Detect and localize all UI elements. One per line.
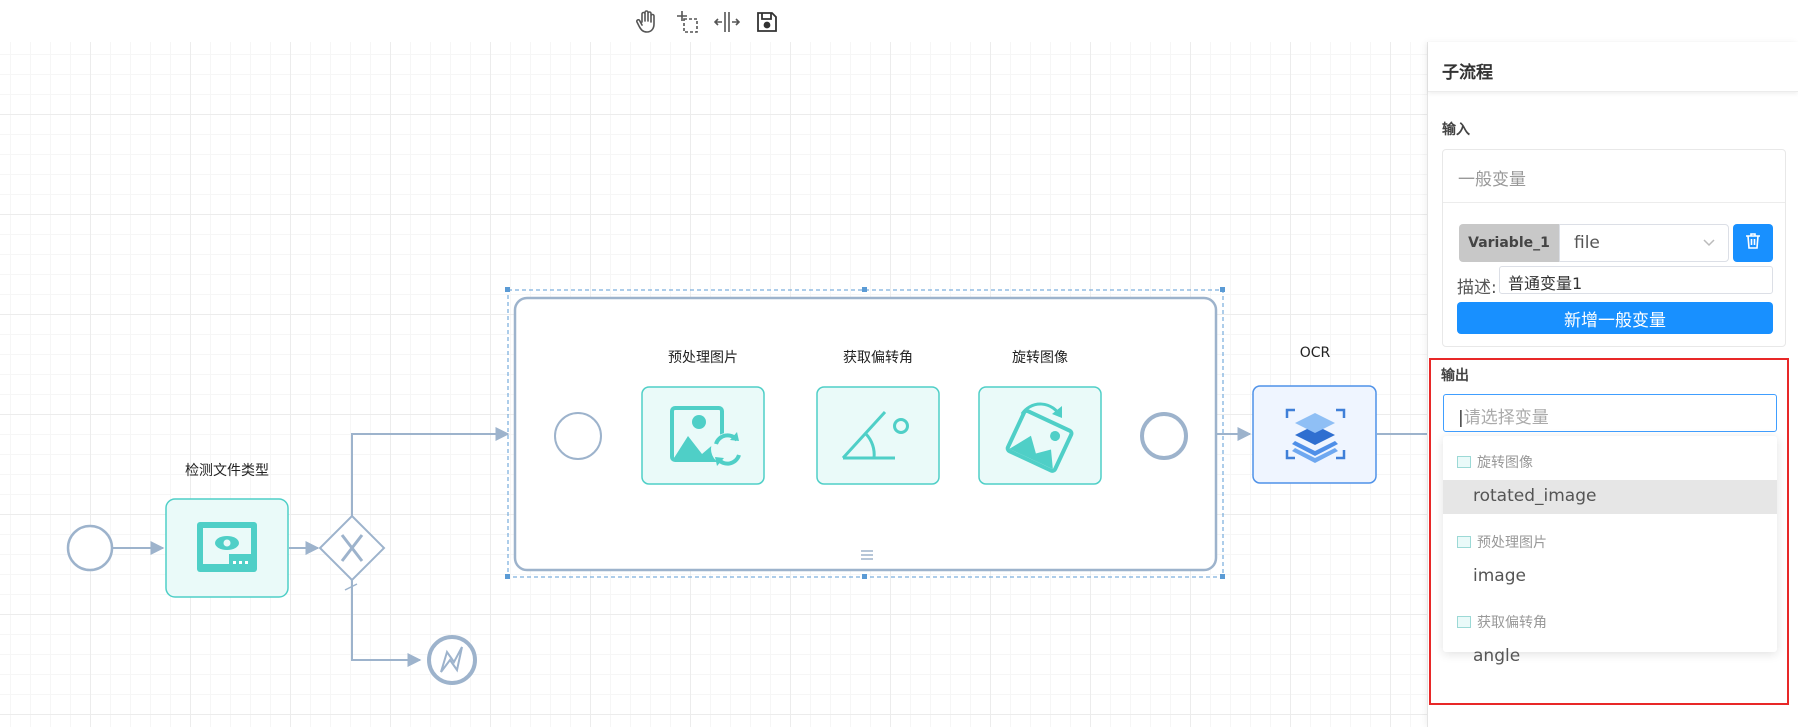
dropdown-option-angle[interactable]: angle bbox=[1473, 646, 1521, 666]
detect-file-type-label: 检测文件类型 bbox=[185, 463, 269, 479]
panel-title: 子流程 bbox=[1428, 42, 1798, 92]
add-general-variable-button[interactable]: 新增一般变量 bbox=[1457, 302, 1773, 334]
inner-start-event[interactable] bbox=[554, 412, 602, 460]
output-placeholder: 请选择变量 bbox=[1463, 408, 1549, 428]
dropdown-group-angle: 获取偏转角 bbox=[1457, 612, 1547, 632]
rotate-image-icon bbox=[1005, 402, 1074, 473]
space-tool-icon[interactable] bbox=[712, 7, 742, 37]
output-section-highlight: 输出 |请选择变量 旋转图像 rotated_image 预处理图片 image… bbox=[1429, 358, 1789, 705]
description-input[interactable]: 普通变量1 bbox=[1499, 266, 1773, 294]
start-event[interactable] bbox=[66, 524, 114, 572]
rotate-image-task[interactable] bbox=[978, 386, 1102, 485]
image-refresh-icon bbox=[670, 406, 743, 466]
ocr-task[interactable] bbox=[1252, 385, 1377, 484]
inner-end-event[interactable] bbox=[1140, 412, 1188, 460]
get-angle-label: 获取偏转角 bbox=[843, 350, 913, 366]
rotate-image-mini-icon bbox=[1457, 456, 1471, 468]
variable-name-tag: Variable_1 bbox=[1459, 224, 1559, 262]
output-variable-dropdown: 旋转图像 rotated_image 预处理图片 image 获取偏转角 ang… bbox=[1443, 436, 1777, 666]
lasso-tool-icon[interactable] bbox=[672, 7, 702, 37]
save-icon[interactable] bbox=[752, 7, 782, 37]
general-variable-title: 一般变量 bbox=[1458, 170, 1526, 190]
preprocess-image-task[interactable] bbox=[641, 386, 765, 485]
error-end-event[interactable] bbox=[427, 635, 477, 685]
general-variable-card: 一般变量 Variable_1 file 描述: 普通变量1 新增一般变量 bbox=[1442, 149, 1786, 347]
output-variable-select[interactable]: |请选择变量 bbox=[1443, 394, 1777, 432]
dropdown-option-rotated-image[interactable]: rotated_image bbox=[1443, 480, 1777, 514]
delete-variable-button[interactable] bbox=[1733, 224, 1773, 262]
variable-type-value: file bbox=[1574, 233, 1600, 253]
layers-scan-icon bbox=[1285, 408, 1346, 463]
dropdown-group-preprocess: 预处理图片 bbox=[1457, 532, 1547, 552]
dropdown-group-rotate: 旋转图像 bbox=[1457, 452, 1533, 472]
dropdown-option-image[interactable]: image bbox=[1473, 566, 1526, 586]
hand-tool-icon[interactable] bbox=[632, 7, 662, 37]
description-label: 描述: bbox=[1457, 278, 1497, 298]
preprocess-image-label: 预处理图片 bbox=[668, 350, 738, 366]
ocr-label: OCR bbox=[1299, 345, 1331, 361]
get-angle-task[interactable] bbox=[816, 386, 940, 485]
detect-file-type-task[interactable] bbox=[165, 498, 289, 598]
monitor-eye-icon bbox=[197, 522, 257, 572]
get-angle-mini-icon bbox=[1457, 616, 1471, 628]
chevron-down-icon bbox=[1702, 234, 1716, 254]
subprocess-collapse-icon bbox=[861, 550, 873, 560]
variable-type-select[interactable]: file bbox=[1559, 224, 1729, 262]
output-section-title: 输出 bbox=[1441, 368, 1469, 384]
trash-icon bbox=[1745, 232, 1761, 254]
preprocess-image-mini-icon bbox=[1457, 536, 1471, 548]
bpmn-canvas[interactable]: 检测文件类型 预处理图片 获取偏转角 旋转图像 OCR bbox=[0, 42, 1428, 727]
rotate-image-label: 旋转图像 bbox=[1012, 350, 1068, 366]
diagram-toolbar bbox=[632, 6, 782, 38]
exclusive-gateway[interactable] bbox=[318, 514, 386, 582]
input-section-title: 输入 bbox=[1442, 122, 1470, 138]
angle-icon bbox=[841, 410, 909, 460]
card-divider bbox=[1443, 202, 1785, 203]
